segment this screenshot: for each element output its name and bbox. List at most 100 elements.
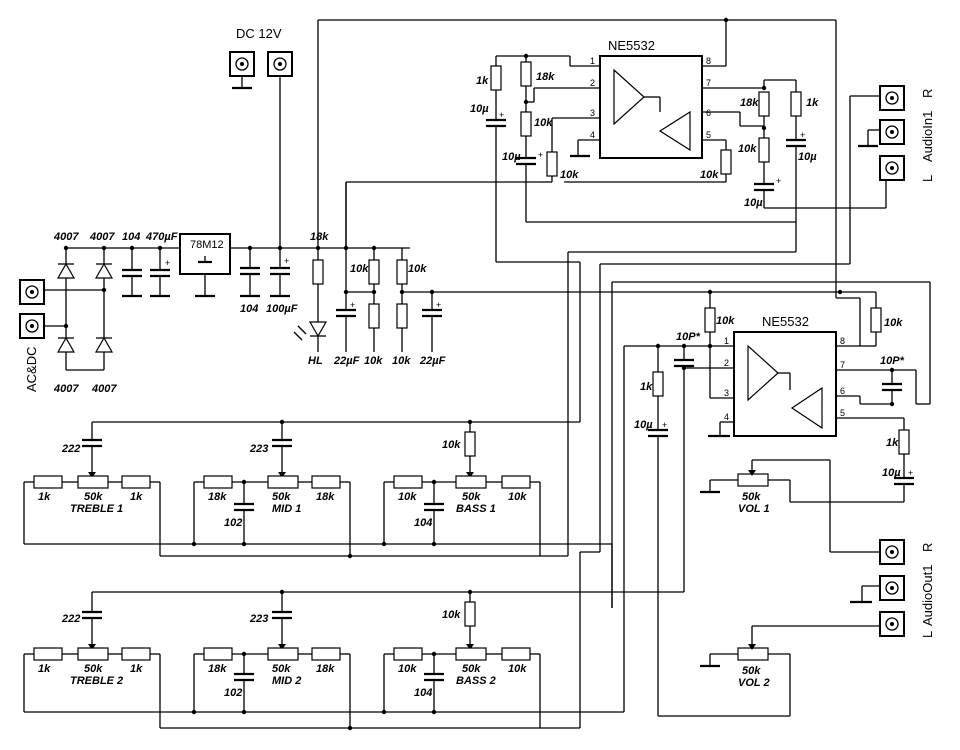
opamp2-label: NE5532	[762, 314, 809, 329]
t2-r3-label: 18k	[208, 663, 227, 675]
t1-treble-label: TREBLE 1	[70, 503, 123, 515]
t2-bass-label: BASS 2	[456, 675, 496, 687]
audioin-jacks	[849, 85, 905, 238]
d4-label: 4007	[91, 383, 117, 395]
vol2-label: VOL 2	[738, 677, 770, 689]
t1-r1-label: 1k	[38, 491, 51, 503]
op1-r10k-right2: 10k	[700, 169, 719, 181]
power-supply: + 78M12 + + +	[56, 181, 840, 371]
regulator-label: 78M12	[190, 239, 224, 251]
audioin-r-label: R	[920, 89, 935, 98]
svg-text:+: +	[165, 258, 170, 268]
vol1-value: 50k	[742, 491, 761, 503]
t1-r2-label: 1k	[130, 491, 143, 503]
c100-label: 100µF	[266, 303, 298, 315]
c470-label: 470µF	[145, 231, 178, 243]
t1-bass-pot-label: 50k	[462, 491, 481, 503]
t1-rbass-label: 10k	[442, 439, 461, 451]
dc-input-label: DC 12V	[236, 26, 282, 41]
t2-mid-pot-label: 50k	[272, 663, 291, 675]
svg-text:+: +	[499, 110, 504, 120]
t1-ctreble-label: 222	[61, 443, 80, 455]
acdc-label: AC&DC	[24, 346, 39, 392]
vol1-pot	[700, 459, 880, 553]
t1-mid-label: MID 1	[272, 503, 301, 515]
op1-r18k-left: 18k	[536, 71, 555, 83]
op2-r10k-right: 10k	[884, 317, 903, 329]
op1-pin2: 2	[590, 78, 595, 88]
op1-pin1: 1	[590, 56, 595, 66]
audioin-label: AudioIn1	[920, 111, 935, 162]
diode-d2-icon	[94, 262, 114, 279]
t2-cmid-label: 223	[249, 613, 268, 625]
tone-stack-1	[23, 238, 797, 608]
op1-pin7: 7	[706, 78, 711, 88]
op1-r1k-left: 1k	[476, 75, 489, 87]
diode-d3-icon	[56, 336, 76, 353]
c22b-label: 22µF	[419, 355, 446, 367]
t1-r6-label: 10k	[508, 491, 527, 503]
dc-jack-right	[267, 51, 293, 248]
op2-pin1: 1	[724, 336, 729, 346]
t2-treble-label: TREBLE 2	[70, 675, 123, 687]
op1-r10k-right: 10k	[738, 143, 757, 155]
t1-cmid-label: 223	[249, 443, 268, 455]
audioout-jacks	[850, 539, 905, 637]
t2-r1-label: 1k	[38, 663, 51, 675]
vol2-value: 50k	[742, 665, 761, 677]
op1-pin3: 3	[590, 108, 595, 118]
svg-text:+: +	[436, 300, 441, 310]
t1-bass-label: BASS 1	[456, 503, 496, 515]
regulator-78m12	[179, 233, 231, 275]
t2-bass-pot-label: 50k	[462, 663, 481, 675]
t2-r2-label: 1k	[130, 663, 143, 675]
svg-text:+: +	[662, 420, 667, 430]
led-label: HL	[308, 355, 323, 367]
op1-r10k-left2: 10k	[560, 169, 579, 181]
op2-c10u-right: 10µ	[882, 467, 901, 479]
t1-cmid2-label: 102	[224, 517, 242, 529]
op2-c10p-left: 10P*	[676, 331, 701, 343]
opamp1: + + + +	[317, 17, 886, 298]
svg-text:+: +	[538, 150, 543, 160]
audioout-r-label: R	[920, 543, 935, 552]
op1-pin6: 6	[706, 108, 711, 118]
audioin-l-label: L	[920, 175, 935, 182]
audioout-l-label: L	[920, 631, 935, 638]
diode-d4-icon	[94, 336, 114, 353]
t2-r6-label: 10k	[508, 663, 527, 675]
r10k-c-label: 10k	[364, 355, 383, 367]
d2-label: 4007	[89, 231, 115, 243]
op2-r1k-right: 1k	[886, 437, 899, 449]
d1-label: 4007	[53, 231, 79, 243]
c22a-label: 22µF	[333, 355, 360, 367]
tone-stack-2	[23, 238, 851, 731]
acdc-jack-bottom	[19, 313, 66, 339]
c104b-label: 104	[240, 303, 258, 315]
t1-mid-pot-label: 50k	[272, 491, 291, 503]
vol1-label: VOL 1	[738, 503, 770, 515]
r18k-label: 18k	[310, 231, 329, 243]
t1-treble-pot-label: 50k	[84, 491, 103, 503]
op2-pin5: 5	[840, 408, 845, 418]
op2-pin7: 7	[840, 360, 845, 370]
r10k-d-label: 10k	[392, 355, 411, 367]
op1-c10u-left: 10µ	[470, 103, 489, 115]
vol2-pot	[658, 625, 880, 717]
t2-r5-label: 10k	[398, 663, 417, 675]
audioout-label: AudioOut1	[920, 565, 935, 626]
t2-r4-label: 18k	[316, 663, 335, 675]
t2-cmid2-label: 102	[224, 687, 242, 699]
d3-label: 4007	[53, 383, 79, 395]
svg-text:+: +	[776, 176, 781, 186]
r10k-a-label: 10k	[350, 263, 369, 275]
t2-cbass-label: 104	[414, 687, 432, 699]
op2-c10u: 10µ	[634, 419, 653, 431]
op1-c10u-left2: 10µ	[502, 151, 521, 163]
svg-text:+: +	[284, 256, 289, 266]
op2-pin6: 6	[840, 386, 845, 396]
t1-cbass-label: 104	[414, 517, 432, 529]
t1-r4-label: 18k	[316, 491, 335, 503]
